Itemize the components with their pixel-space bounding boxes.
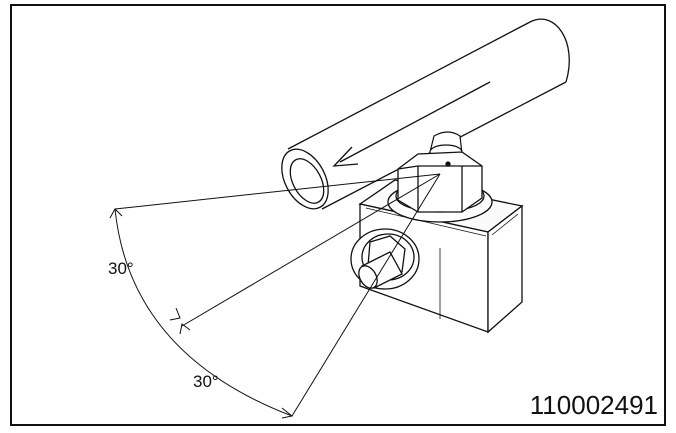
flow-arrow-head xyxy=(332,146,359,167)
border xyxy=(10,4,666,426)
angle-label-upper: 30° xyxy=(108,259,134,278)
diagram-frame: 30° 30° 110002491 xyxy=(10,4,666,426)
ray-top xyxy=(114,173,441,210)
angle-lines xyxy=(109,173,441,419)
flow-arrow-line xyxy=(339,81,491,163)
pipe xyxy=(281,18,570,210)
arrowhead-mid-2 xyxy=(179,323,191,335)
side-port xyxy=(350,228,420,290)
angle-label-lower: 30° xyxy=(193,372,219,391)
arrowhead-mid-1 xyxy=(169,307,181,321)
diagram-canvas: 30° 30° 110002491 xyxy=(10,4,666,426)
arrowhead-bottom xyxy=(281,407,294,419)
hex-nut xyxy=(387,151,493,223)
angle-arc xyxy=(114,208,293,417)
ray-bottom xyxy=(291,173,441,417)
ray-middle xyxy=(181,173,441,327)
figure-id: 110002491 xyxy=(530,390,658,420)
arrowhead-top xyxy=(109,208,123,219)
